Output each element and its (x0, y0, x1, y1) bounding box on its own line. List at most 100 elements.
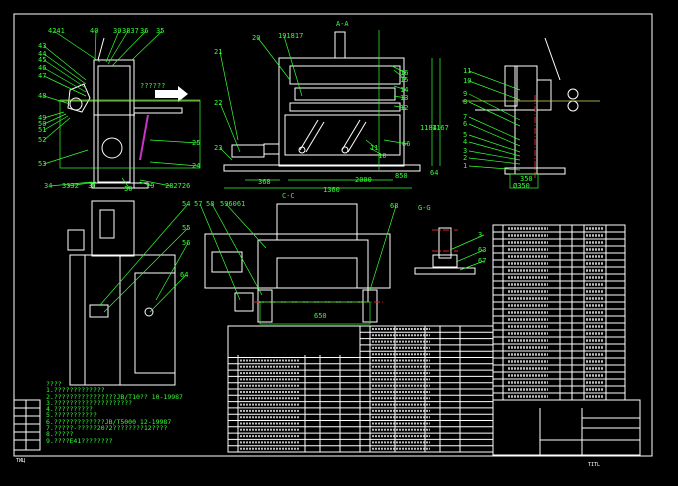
side-view (462, 37, 600, 189)
balloon-label: 29 (146, 182, 154, 190)
leader-line (49, 181, 93, 187)
dimension-label: 1184 (420, 124, 437, 132)
dimension-label: 350 (520, 175, 533, 183)
leader-line (468, 141, 521, 157)
leader-line (455, 249, 485, 263)
gg-view (414, 227, 476, 275)
balloon-label: 31 (88, 182, 96, 190)
leader-line (43, 75, 87, 97)
balloon-label: 9 (463, 90, 467, 98)
balloon-label: 47 (38, 72, 46, 80)
balloon-label: 1 (463, 162, 467, 170)
leader-line (211, 203, 263, 296)
balloon-label: 5 (463, 131, 467, 139)
bottom-label: TITL (588, 462, 600, 468)
leader-line (121, 177, 131, 190)
dimension-label: 368 (258, 178, 271, 186)
leader-line (468, 116, 521, 141)
leader-line (43, 45, 87, 81)
balloon-label: 4 (463, 138, 467, 146)
leader-line (468, 123, 521, 147)
note-line: 3.???????????????????? (46, 398, 133, 407)
balloon-label: 49 (38, 114, 46, 122)
balloon-label: 3332 (62, 182, 79, 190)
leader-line (219, 147, 233, 161)
balloon-label: 39 (113, 27, 121, 35)
balloon-label: 67 (478, 257, 486, 265)
leader-line (67, 181, 97, 187)
leader-line (43, 117, 71, 141)
balloon-label: 7 (463, 113, 467, 121)
balloon-label: 13 (400, 94, 408, 102)
balloon-label: 3 (463, 147, 467, 155)
drawing-frame (13, 13, 653, 457)
left-label: TИЦ (16, 458, 25, 464)
balloon-label: 20 (252, 34, 260, 42)
leader-line (139, 179, 172, 187)
balloon-label: 56 (182, 239, 190, 247)
note-line: 4.?????????? (46, 405, 93, 414)
balloon-label: 8 (463, 98, 467, 106)
balloon-label: 53 (38, 160, 46, 168)
front-view (58, 37, 201, 189)
balloon-label: 11 (370, 144, 378, 152)
balloon-label: 3 (478, 231, 482, 239)
balloon-label: 45 (38, 56, 46, 64)
note-line: ???? (46, 380, 62, 388)
balloon-label: 51 (38, 126, 46, 134)
balloon-label: 22 (214, 99, 222, 107)
balloon-label: 68 (390, 202, 398, 210)
balloon-label: 40 (90, 27, 98, 35)
leader-line (449, 234, 485, 251)
left-title-rows (14, 400, 40, 450)
dimension-label: 2000 (355, 176, 372, 184)
note-line: 6.?????????????JB/T5000 12-19987 (46, 417, 172, 426)
balloon-label: 30 (124, 185, 132, 193)
balloon-label: 10 (463, 77, 471, 85)
balloon-label: 24 (192, 162, 200, 170)
balloon-label: 21 (214, 48, 222, 56)
note-line: 7.?????-?????20?2????????12???? (46, 424, 168, 433)
balloon-label: 64 (180, 271, 188, 279)
leader-line (283, 35, 303, 97)
leader-line (43, 59, 87, 89)
bottom-parts-table (227, 325, 494, 453)
balloon-label: 43 (38, 42, 46, 50)
balloon-label: 25 (192, 139, 200, 147)
leader-line (219, 51, 239, 141)
dimension-label: 64 (430, 169, 438, 177)
section-label: G-G (418, 204, 431, 212)
leader-line (468, 150, 521, 161)
dimension-label: 850 (395, 172, 408, 180)
direction-arrow-icon (155, 86, 188, 102)
leader-line (393, 85, 407, 91)
leader-line (468, 134, 521, 153)
note-line: 1.????????????? (46, 386, 105, 395)
leader-line (107, 30, 129, 65)
balloon-label: 57 (194, 200, 202, 208)
leader-line (149, 161, 199, 167)
balloon-label: 596061 (220, 200, 245, 208)
balloon-label: 6 (463, 120, 467, 128)
note-line: 2.????????????????JB/T10?? 10-19987 (46, 392, 183, 401)
dimension-label: 1360 (323, 186, 340, 194)
leader-line (43, 67, 87, 93)
balloon-label: 46 (38, 64, 46, 72)
leader-line (365, 139, 377, 149)
leader-line (393, 69, 407, 81)
balloon-label: 58 (206, 200, 214, 208)
balloon-label: 50 (38, 120, 46, 128)
dimension-label: Ø350 (513, 182, 530, 190)
note-line: 8.????? (46, 430, 74, 439)
leader-line (468, 93, 521, 121)
leader-line (468, 80, 521, 101)
balloon-label: 36 (140, 27, 148, 35)
section-label: A-A (336, 20, 349, 28)
note-line: 9.????E41???????? (46, 436, 113, 445)
leader-line (103, 227, 189, 313)
balloon-label: 191817 (278, 32, 303, 40)
balloon-label: 35 (156, 27, 164, 35)
leader-line (53, 30, 101, 63)
leader-line (459, 260, 485, 271)
